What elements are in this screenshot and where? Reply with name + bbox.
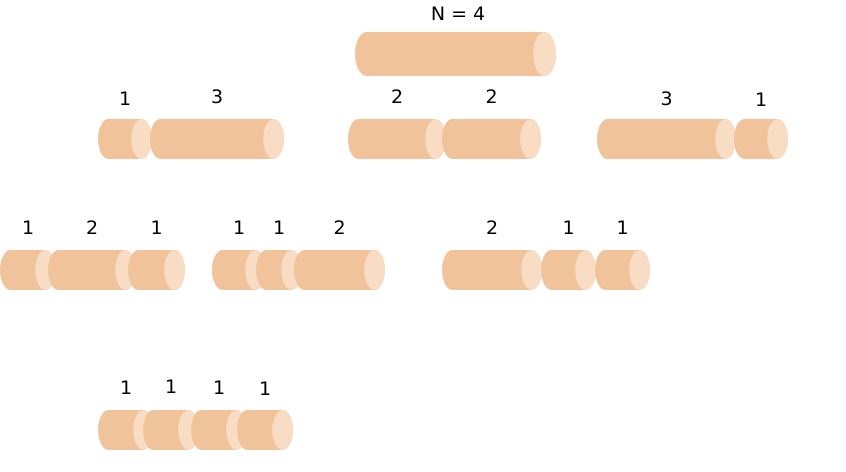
partition-2-1-1: 2 1 1 xyxy=(441,217,650,290)
rod-piece-end-cap xyxy=(629,250,650,290)
rod-piece-body xyxy=(354,32,556,76)
part-length-label: 1 xyxy=(755,89,767,111)
part-length-label: 1 xyxy=(273,217,285,239)
part-length-label: 1 xyxy=(150,217,162,239)
part-length-label: 1 xyxy=(213,377,225,399)
part-length-label: 1 xyxy=(119,88,131,110)
rod-piece-end-cap xyxy=(272,410,293,450)
rod-piece-body xyxy=(149,119,284,159)
rod-piece-end-cap xyxy=(364,250,385,290)
part-length-label: 3 xyxy=(211,86,223,108)
partition-1-1-2: 1 1 2 xyxy=(211,217,386,290)
rod-piece-body xyxy=(293,250,386,290)
part-length-label: 3 xyxy=(660,88,672,110)
rod-piece-body xyxy=(441,119,541,159)
rod-piece-end-cap xyxy=(575,250,596,290)
diagram-title: N = 4 xyxy=(431,3,485,25)
rod-piece-end-cap xyxy=(715,119,736,159)
rod-piece-end-cap xyxy=(425,119,446,159)
rod-piece-body xyxy=(48,250,137,290)
rod-piece-end-cap xyxy=(131,119,153,159)
partition-4 xyxy=(354,32,556,76)
part-length-label: 1 xyxy=(165,376,177,398)
rod-piece-body xyxy=(441,250,542,290)
part-length-label: 1 xyxy=(22,217,34,239)
rod-piece-end-cap xyxy=(263,119,284,159)
rod-piece-end-cap xyxy=(164,250,186,290)
part-length-label: 1 xyxy=(259,378,271,400)
rod-piece-body xyxy=(348,119,446,159)
part-length-label: 1 xyxy=(562,217,574,239)
part-length-label: 2 xyxy=(391,86,403,108)
rod-piece-end-cap xyxy=(521,250,542,290)
rod-piece-body xyxy=(597,119,736,159)
partition-1-1-1-1: 1 1 1 1 xyxy=(98,376,293,450)
part-length-label: 2 xyxy=(485,86,497,108)
rod-piece-end-cap xyxy=(767,119,788,159)
rod-piece-end-cap xyxy=(520,119,541,159)
rod-piece-end-cap xyxy=(533,32,556,76)
part-length-label: 2 xyxy=(333,217,345,239)
part-length-label: 2 xyxy=(486,217,498,239)
part-length-label: 1 xyxy=(120,377,132,399)
partition-1-2-1: 1 2 1 xyxy=(0,217,186,290)
part-length-label: 2 xyxy=(86,217,98,239)
part-length-label: 1 xyxy=(616,217,628,239)
part-length-label: 1 xyxy=(233,217,245,239)
